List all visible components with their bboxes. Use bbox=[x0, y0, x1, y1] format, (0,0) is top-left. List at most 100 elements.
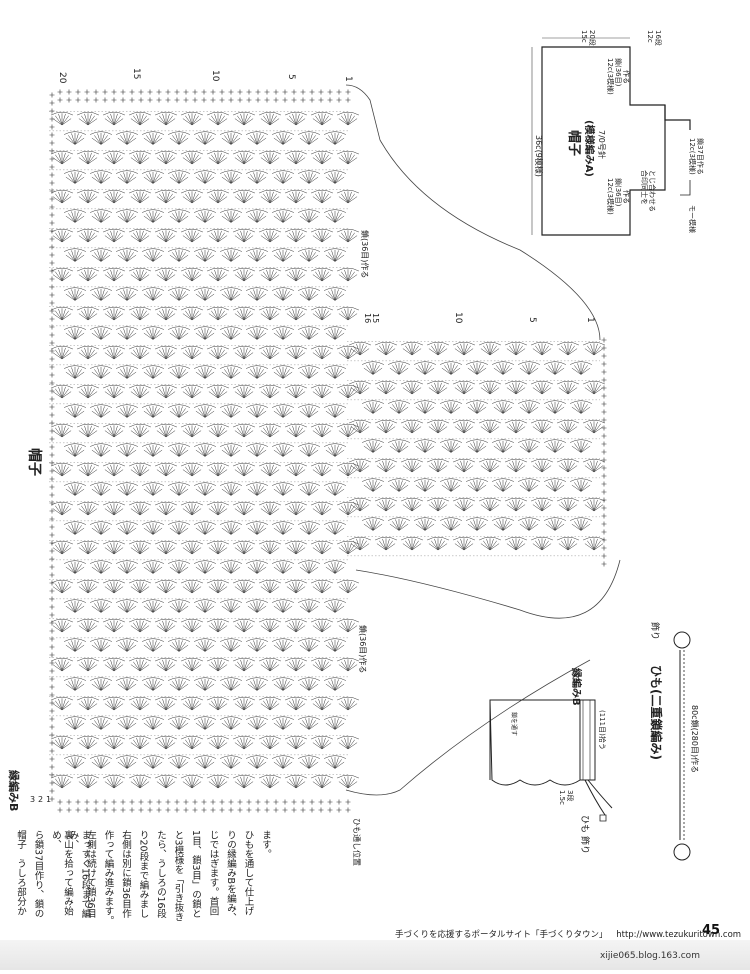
single-crochet bbox=[49, 228, 55, 234]
single-crochet bbox=[264, 807, 270, 813]
fan-stitch bbox=[284, 540, 308, 555]
single-crochet bbox=[49, 748, 55, 754]
single-crochet bbox=[49, 116, 55, 122]
fan-stitch bbox=[102, 267, 126, 282]
single-crochet bbox=[49, 700, 55, 706]
fan-stitch bbox=[465, 400, 489, 414]
fan-stitch bbox=[310, 618, 334, 633]
fan-stitch bbox=[180, 423, 204, 438]
fan-stitch bbox=[63, 248, 87, 262]
fan-stitch bbox=[323, 131, 347, 145]
finished-edge-label: 縁編みB bbox=[570, 668, 583, 706]
fan-stitch bbox=[154, 735, 178, 750]
row-tick: 10 bbox=[210, 70, 220, 82]
fan-stitch bbox=[206, 267, 230, 282]
fan-stitch bbox=[413, 517, 437, 531]
edge-row-number: 2 bbox=[38, 795, 43, 804]
single-crochet bbox=[75, 89, 81, 95]
fan-stitch bbox=[206, 618, 230, 633]
fan-stitch bbox=[336, 540, 360, 555]
fan-stitch bbox=[76, 345, 100, 360]
fan-stitch bbox=[323, 716, 347, 730]
single-crochet bbox=[49, 140, 55, 146]
hood-schematic: 帽子 (模様編みA) 7/0号針 36c(9模様) 15c 20段 12c 16… bbox=[531, 30, 705, 236]
single-crochet bbox=[49, 100, 55, 106]
fan-stitch bbox=[413, 478, 437, 492]
fan-stitch bbox=[258, 540, 282, 555]
finished-dim: 3段 bbox=[566, 790, 575, 801]
single-crochet bbox=[49, 364, 55, 370]
fan-stitch bbox=[297, 443, 321, 457]
fan-stitch bbox=[141, 521, 165, 535]
single-crochet bbox=[174, 89, 180, 95]
single-crochet bbox=[49, 492, 55, 498]
single-crochet bbox=[273, 97, 279, 103]
fan-stitch bbox=[180, 696, 204, 711]
fan-stitch bbox=[258, 501, 282, 516]
schematic-center-bottom: 作る bbox=[622, 190, 631, 204]
schematic-side: 12c(3模様) bbox=[688, 138, 697, 175]
single-crochet bbox=[601, 441, 607, 447]
fan-stitch bbox=[556, 536, 580, 551]
fan-stitch bbox=[336, 735, 360, 750]
foundation-bottom-label: 鎖(36目)作る bbox=[358, 625, 368, 673]
fan-stitch bbox=[219, 131, 243, 145]
fan-stitch bbox=[219, 677, 243, 691]
single-crochet bbox=[183, 807, 189, 813]
single-crochet bbox=[255, 799, 261, 805]
row-tick: 15 bbox=[131, 68, 141, 79]
single-crochet bbox=[49, 764, 55, 770]
fan-stitch bbox=[89, 716, 113, 730]
single-crochet bbox=[318, 89, 324, 95]
fan-stitch bbox=[569, 400, 593, 414]
fan-stitch bbox=[89, 248, 113, 262]
finished-cord-label: ひも bbox=[579, 815, 590, 833]
fan-stitch bbox=[63, 209, 87, 223]
single-crochet bbox=[291, 799, 297, 805]
fan-stitch bbox=[128, 228, 152, 243]
fan-stitch bbox=[310, 384, 334, 399]
fan-stitch bbox=[232, 111, 256, 126]
fan-stitch bbox=[128, 189, 152, 204]
single-crochet bbox=[120, 799, 126, 805]
fan-stitch bbox=[180, 306, 204, 321]
row-ticks-top: 20 15 10 5 1 bbox=[57, 68, 353, 84]
fan-stitch bbox=[336, 150, 360, 165]
single-crochet bbox=[601, 425, 607, 431]
footer-portal: 手づくりを応援するポータルサイト「手づくりタウン」 bbox=[395, 930, 608, 940]
fan-stitch bbox=[348, 419, 372, 434]
single-crochet bbox=[165, 799, 171, 805]
fan-stitch bbox=[219, 287, 243, 301]
fan-stitch bbox=[361, 361, 385, 375]
single-crochet bbox=[49, 732, 55, 738]
fan-stitch bbox=[452, 458, 476, 473]
fan-stitch bbox=[141, 248, 165, 262]
fan-stitch bbox=[50, 345, 74, 360]
fan-stitch bbox=[50, 150, 74, 165]
fan-stitch bbox=[465, 439, 489, 453]
fan-stitch bbox=[348, 341, 372, 356]
single-crochet bbox=[174, 97, 180, 103]
fan-stitch bbox=[232, 774, 256, 789]
fan-stitch bbox=[232, 462, 256, 477]
single-crochet bbox=[601, 553, 607, 559]
single-crochet bbox=[84, 97, 90, 103]
schematic-title: 帽子 bbox=[566, 130, 582, 156]
fan-stitch bbox=[504, 380, 528, 395]
single-crochet bbox=[327, 97, 333, 103]
fan-stitch bbox=[323, 677, 347, 691]
fan-stitch bbox=[232, 696, 256, 711]
cord-length: 80c鎖(280目)作る bbox=[690, 705, 700, 773]
fan-stitch bbox=[50, 540, 74, 555]
edge-row-number: 1 bbox=[46, 795, 51, 804]
footer-url[interactable]: http://www.tezukuritown.com bbox=[616, 930, 742, 940]
single-crochet bbox=[93, 799, 99, 805]
fan-stitch bbox=[193, 716, 217, 730]
fan-stitch bbox=[387, 439, 411, 453]
fan-stitch bbox=[115, 287, 139, 301]
fan-stitch bbox=[374, 497, 398, 512]
single-crochet bbox=[165, 97, 171, 103]
instruction-line: ひもを通して仕上げ bbox=[242, 830, 254, 916]
fan-stitch bbox=[504, 419, 528, 434]
